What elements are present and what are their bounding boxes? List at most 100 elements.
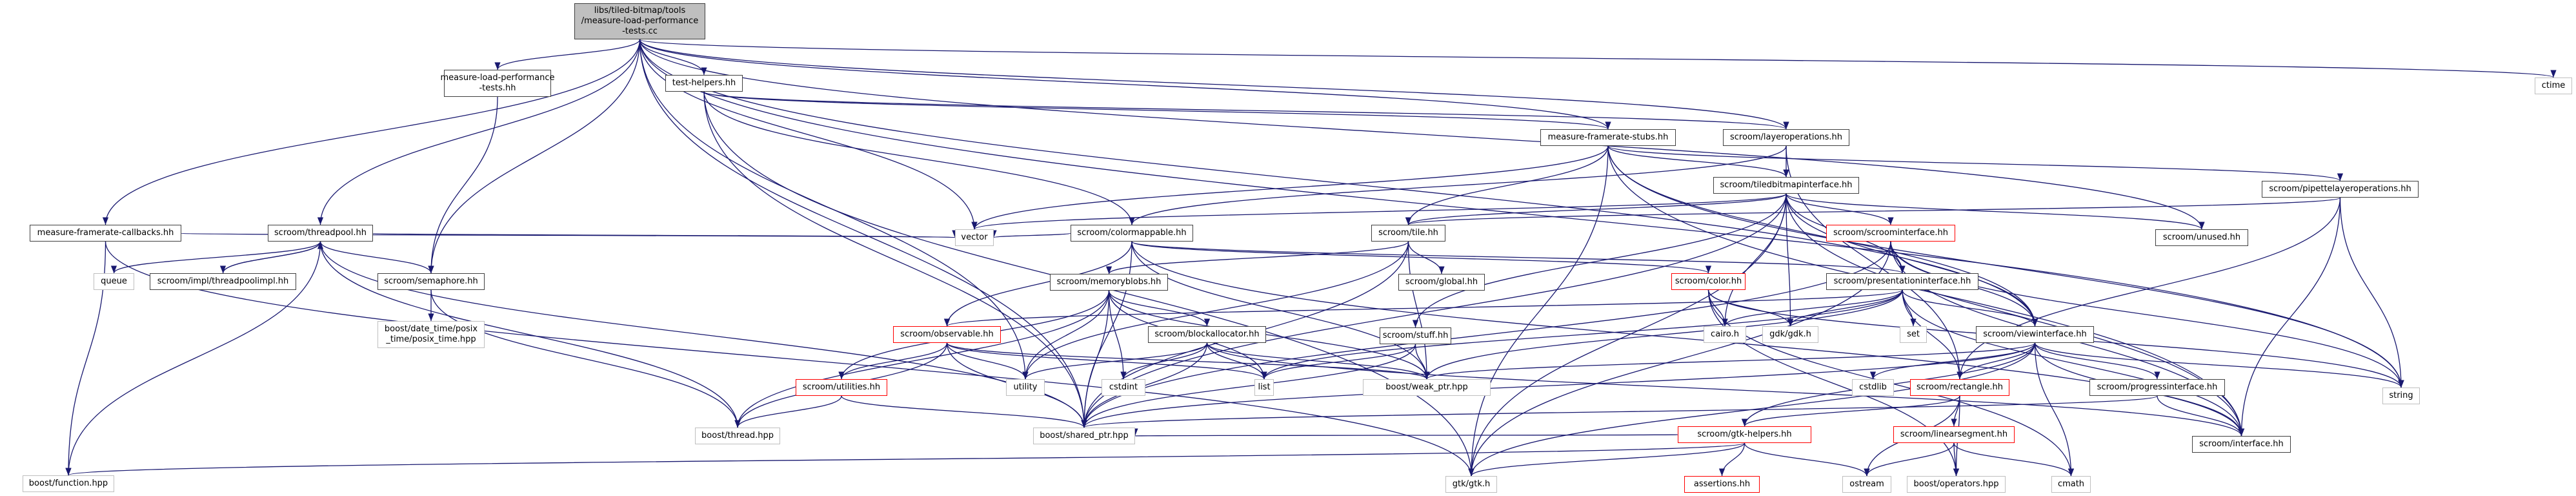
include-node-layerops[interactable]: scroom/layeroperations.hh (1723, 129, 1849, 146)
edge-stubs-to-string (1607, 145, 2404, 388)
edge-root-to-mlpt (494, 39, 641, 70)
include-node-mlpt[interactable]: measure-load-performance -tests.hh (440, 70, 555, 97)
include-node-pipette[interactable]: scroom/pipettelayeroperations.hh (2262, 181, 2419, 198)
include-node-tile[interactable]: scroom/tile.hh (1371, 225, 1445, 242)
edge-pipette-to-interface (2238, 197, 2341, 437)
edge-tile-to-memoryblobs (1106, 241, 1409, 274)
edge-pipette-to-string (2339, 197, 2404, 388)
include-node-sharedptr[interactable]: boost/shared_ptr.hpp (1033, 428, 1135, 444)
include-node-operators[interactable]: boost/operators.hpp (1907, 476, 2006, 493)
include-node-threadpool[interactable]: scroom/threadpool.hh (268, 225, 373, 242)
edge-color-to-gdk (1707, 289, 1794, 327)
include-node-semaphore[interactable]: scroom/semaphore.hh (377, 273, 485, 290)
include-node-gtk[interactable]: gtk/gtk.h (1445, 476, 1497, 493)
edge-viewinterface-to-sharedptr (1081, 342, 2036, 428)
edge-tiledbitmap-to-vector (971, 193, 1787, 230)
include-node-global[interactable]: scroom/global.hh (1398, 274, 1485, 291)
include-node-memoryblobs[interactable]: scroom/memoryblobs.hh (1050, 274, 1168, 291)
edge-observable-to-utility (946, 342, 1029, 380)
edge-viewinterface-to-cmath (2034, 342, 2075, 477)
edge-colormappable-to-color (1131, 241, 1711, 274)
include-node-weakptr[interactable]: boost/weak_ptr.hpp (1363, 379, 1491, 396)
edge-gtkhelpers-to-assertions (1718, 442, 1746, 477)
edge-tiledbitmap-to-tile (1405, 193, 1787, 225)
edge-threadpool-to-queue (110, 241, 321, 274)
include-node-testhelpers[interactable]: test-helpers.hh (665, 75, 743, 92)
include-node-unused[interactable]: scroom/unused.hh (2155, 229, 2248, 246)
edge-utilities-to-sharedptr (841, 395, 1087, 428)
edge-stubs-to-tiledbitmap (1607, 145, 1789, 178)
edge-rectangle-to-gtkhelpers (1741, 395, 1960, 427)
edge-utilities-to-thread (734, 395, 842, 428)
include-node-string[interactable]: string (2382, 388, 2420, 404)
edge-threadpool-to-function (65, 241, 321, 476)
edge-mlpt-to-semaphore (428, 96, 498, 274)
include-node-gdk[interactable]: gdk/gdk.h (1762, 326, 1818, 343)
include-node-threadpoolimpl[interactable]: scroom/impl/threadpoolimpl.hh (150, 273, 296, 290)
edge-blockallocator-to-interface (1206, 342, 2244, 437)
include-node-assertions[interactable]: assertions.hh (1684, 476, 1760, 493)
include-node-ctime[interactable]: ctime (2535, 78, 2572, 94)
edge-memoryblobs-to-cstdint (1108, 290, 1127, 380)
edge-root-to-threadpool (317, 39, 641, 225)
include-node-set[interactable]: set (1900, 326, 1927, 343)
include-node-presentation[interactable]: scroom/presentationinterface.hh (1826, 273, 1978, 290)
edge-viewinterface-to-rectangle (1957, 342, 2036, 380)
edge-tiledbitmap-to-stuff (1412, 193, 1787, 328)
include-node-interface[interactable]: scroom/interface.hh (2192, 436, 2291, 453)
include-node-ostream[interactable]: ostream (1842, 476, 1891, 493)
edge-root-to-callbacks (102, 39, 641, 225)
edge-blockallocator-to-sharedptr (1081, 342, 1208, 428)
include-node-viewinterface[interactable]: scroom/viewinterface.hh (1976, 326, 2094, 343)
edge-presentation-to-list (1261, 289, 1903, 380)
include-node-utility[interactable]: utility (1006, 379, 1045, 396)
include-node-cstdint[interactable]: cstdint (1102, 379, 1145, 396)
include-node-list[interactable]: list (1254, 379, 1274, 396)
include-node-function[interactable]: boost/function.hpp (23, 475, 114, 492)
include-node-cmath[interactable]: cmath (2051, 476, 2091, 493)
include-node-progress[interactable]: scroom/progressinterface.hh (2089, 379, 2225, 396)
edge-root-to-ctime (639, 39, 2556, 78)
edge-presentation-to-rectangle (1902, 289, 1963, 380)
edge-tiledbitmap-to-gdk (1786, 193, 1794, 327)
include-node-stuff[interactable]: scroom/stuff.hh (1380, 327, 1451, 344)
include-node-blockallocator[interactable]: scroom/blockallocator.hh (1148, 326, 1266, 343)
edge-progress-to-sharedptr (1082, 395, 2158, 428)
include-node-color[interactable]: scroom/color.hh (1671, 273, 1746, 290)
edge-testhelpers-to-layerops (703, 91, 1789, 130)
edge-threadpool-to-semaphore (319, 241, 434, 274)
include-node-colormappable[interactable]: scroom/colormappable.hh (1071, 225, 1193, 242)
edge-root-to-vector (639, 39, 978, 230)
include-node-cstdlib[interactable]: cstdlib (1852, 379, 1894, 396)
edge-threadpool-to-vector (372, 229, 956, 238)
edge-memoryblobs-to-weakptr (1108, 290, 1430, 380)
include-node-vector[interactable]: vector (955, 229, 994, 246)
include-node-linearsegment[interactable]: scroom/linearsegment.hh (1893, 426, 2015, 443)
include-node-rectangle[interactable]: scroom/rectangle.hh (1910, 379, 2009, 396)
include-node-callbacks[interactable]: measure-framerate-callbacks.hh (30, 225, 181, 242)
edge-viewinterface-to-string (2034, 342, 2404, 388)
edge-tile-to-utility (1022, 241, 1409, 380)
edge-pipette-to-tile (1405, 197, 2341, 225)
include-node-posixtime[interactable]: boost/date_time/posix _time/posix_time.h… (377, 321, 485, 348)
edge-observable-to-weakptr (946, 342, 1430, 380)
edge-blockallocator-to-weakptr (1206, 342, 1430, 380)
include-node-observable[interactable]: scroom/observable.hh (893, 326, 1001, 343)
include-node-cairo[interactable]: cairo.h (1704, 326, 1746, 343)
include-node-tiledbitmap[interactable]: scroom/tiledbitmapinterface.hh (1713, 177, 1859, 194)
edge-gtkhelpers-to-ostream (1744, 442, 1870, 477)
include-node-stubs[interactable]: measure-framerate-stubs.hh (1540, 129, 1676, 146)
edge-viewinterface-to-progress (2034, 342, 2160, 380)
edge-tiledbitmap-to-viewinterface (1786, 193, 2038, 327)
include-node-thread[interactable]: boost/thread.hpp (695, 428, 780, 444)
edge-tiledbitmap-to-unused (1786, 193, 2205, 230)
edge-tiledbitmap-to-scroominterface (1786, 193, 1894, 225)
edge-colormappable-to-observable (943, 241, 1132, 327)
include-node-utilities[interactable]: scroom/utilities.hh (796, 379, 887, 396)
edge-threadpool-to-thread (319, 241, 741, 428)
include-node-scroominterface[interactable]: scroom/scroominterface.hh (1826, 225, 1955, 242)
include-node-queue[interactable]: queue (94, 273, 134, 290)
include-node-gtkhelpers[interactable]: scroom/gtk-helpers.hh (1678, 426, 1811, 443)
edge-stubs-to-viewinterface (1607, 145, 2038, 327)
edge-pipette-to-rectangle (1957, 197, 2341, 380)
